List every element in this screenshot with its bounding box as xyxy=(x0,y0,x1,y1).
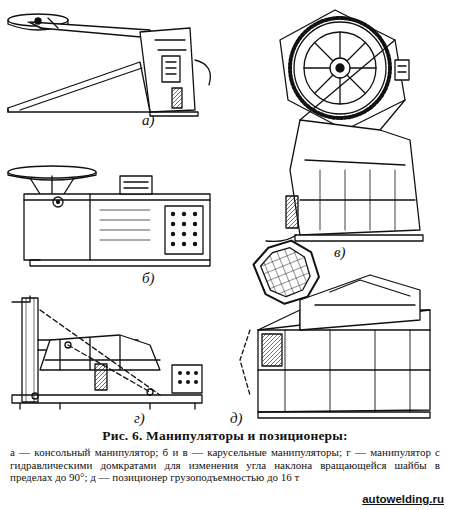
jack-tilt-manipulator xyxy=(12,296,202,409)
console-manipulator xyxy=(8,14,210,116)
figure-title: Рис. 6. Манипуляторы и позиционеры: xyxy=(0,428,450,444)
tilting-carousel-manipulator xyxy=(266,10,423,241)
figure-letter: д) xyxy=(230,410,243,427)
carousel-manipulator xyxy=(8,166,210,266)
figure-caption: а — консольный манипулятор; б и в — кару… xyxy=(10,446,440,484)
figure-letter: б) xyxy=(142,270,155,287)
watermark: autowelding.ru xyxy=(362,493,444,505)
figure-letter: а) xyxy=(142,112,155,129)
heavy-positioner xyxy=(240,234,430,418)
figure-letter: г) xyxy=(134,410,145,427)
figure-letter: в) xyxy=(334,244,346,261)
